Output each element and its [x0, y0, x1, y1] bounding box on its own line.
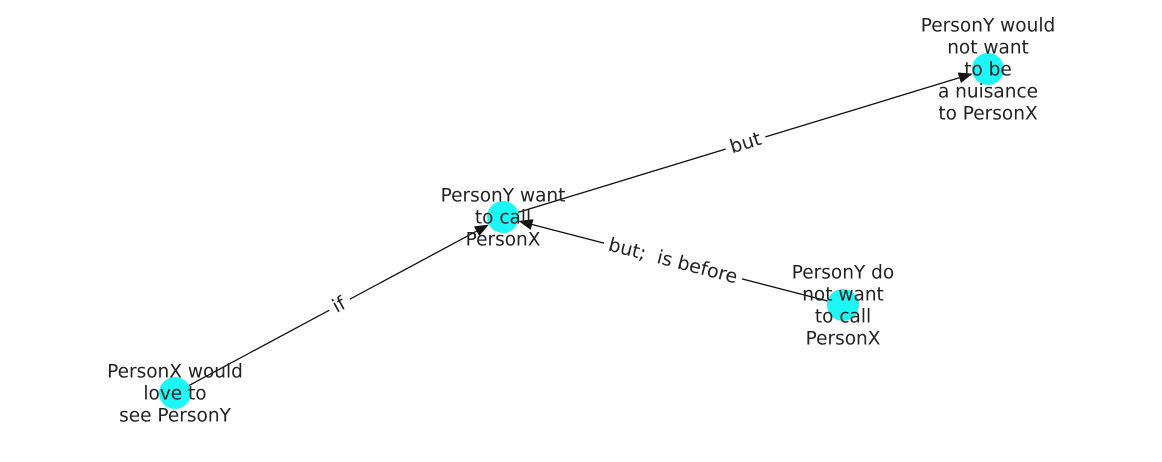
node-label-line: to be: [964, 59, 1012, 80]
node-label-line: love to: [143, 383, 206, 404]
edge-label-bg: [600, 230, 746, 292]
edge-n1-n2: if: [174, 224, 489, 394]
node-circle-n4: [827, 289, 859, 321]
arrowhead: [518, 219, 534, 230]
node-label-line: not want: [947, 37, 1029, 58]
edge-label-group: but; is before: [600, 230, 746, 292]
node-label-line: PersonY do: [792, 262, 894, 283]
edge-label-bg: [323, 287, 356, 322]
node-circle-n1: [159, 377, 191, 409]
node-label-line: to call: [815, 306, 871, 327]
node-circle-n2: [487, 201, 519, 233]
nodes-layer: [159, 53, 1004, 409]
node-label-line: PersonX would: [107, 361, 243, 382]
node-label-line: to call: [475, 207, 531, 228]
edge-n2-n3: but: [502, 72, 973, 218]
node-label-line: PersonY would: [921, 15, 1055, 36]
node-label-line: see PersonY: [119, 405, 231, 426]
node-label-line: to PersonX: [938, 103, 1038, 124]
edge-label: but: [727, 128, 764, 158]
node-label-line: not want: [802, 284, 884, 305]
arrowhead: [473, 224, 489, 237]
edge-line: [174, 230, 477, 394]
node-label-line: a nuisance: [938, 81, 1038, 102]
edge-label-group: if: [323, 287, 356, 322]
node-label-line: PersonY want: [441, 185, 566, 206]
edge-label-bg: [721, 124, 770, 162]
arrowhead: [957, 72, 973, 84]
node-circle-n3: [972, 53, 1004, 85]
node-label-line: PersonX: [806, 328, 881, 349]
edge-label-group: but: [721, 124, 770, 162]
node-label-line: PersonX: [466, 229, 541, 250]
